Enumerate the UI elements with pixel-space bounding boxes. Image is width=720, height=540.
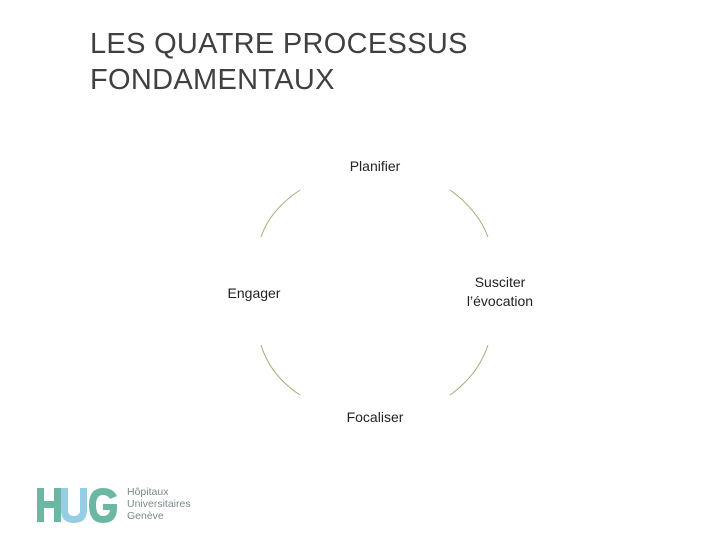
- logo-line-2: Universitaires: [127, 498, 191, 510]
- logo-line-1: Hôpitaux: [127, 486, 169, 498]
- slide-title-line-1: LES QUATRE PROCESSUS: [90, 28, 468, 60]
- hug-logo-mark: [37, 488, 117, 523]
- node-engager: Engager: [227, 285, 281, 301]
- connector-bottom-right: [449, 344, 489, 396]
- node-focaliser: Focaliser: [346, 409, 404, 425]
- connector-bottom-left: [260, 344, 301, 396]
- node-susciter-line-1: Susciter: [474, 274, 526, 290]
- logo-line-3: Genève: [127, 510, 164, 522]
- cycle-connectors: [260, 189, 489, 396]
- connector-top-right: [449, 189, 489, 238]
- hug-logo-text: Hôpitaux Universitaires Genève: [127, 486, 191, 522]
- node-susciter-line-2: l’évocation: [466, 293, 534, 309]
- node-planifier: Planifier: [349, 158, 401, 174]
- slide-title-line-2: FONDAMENTAUX: [90, 64, 335, 96]
- hug-logo: Hôpitaux Universitaires Genève: [37, 486, 207, 526]
- connector-top-left: [260, 189, 301, 238]
- slide-title: LES QUATRE PROCESSUS FONDAMENTAUX: [90, 26, 650, 98]
- node-susciter-evocation: Susciter l’évocation: [445, 273, 555, 311]
